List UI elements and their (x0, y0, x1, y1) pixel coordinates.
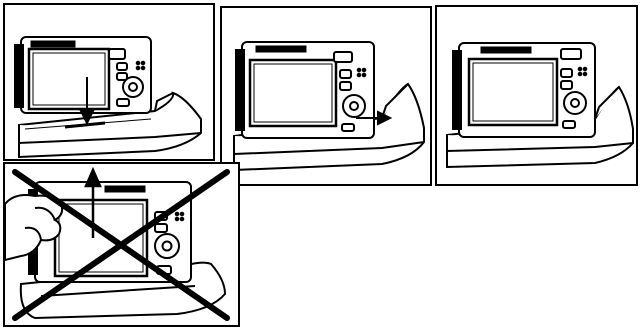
camera-lowering-illustration (5, 5, 213, 159)
panel-step-2 (220, 6, 432, 186)
camera-body (236, 42, 374, 138)
panel-step-1 (3, 3, 215, 161)
camera-body (453, 43, 595, 137)
camera-body (15, 37, 151, 113)
camera-push-illustration (222, 8, 430, 184)
panel-step-3 (435, 5, 638, 186)
camera-docked-illustration (437, 7, 636, 184)
wrong-removal-illustration (5, 164, 238, 325)
panel-step-4-wrong (3, 162, 240, 327)
